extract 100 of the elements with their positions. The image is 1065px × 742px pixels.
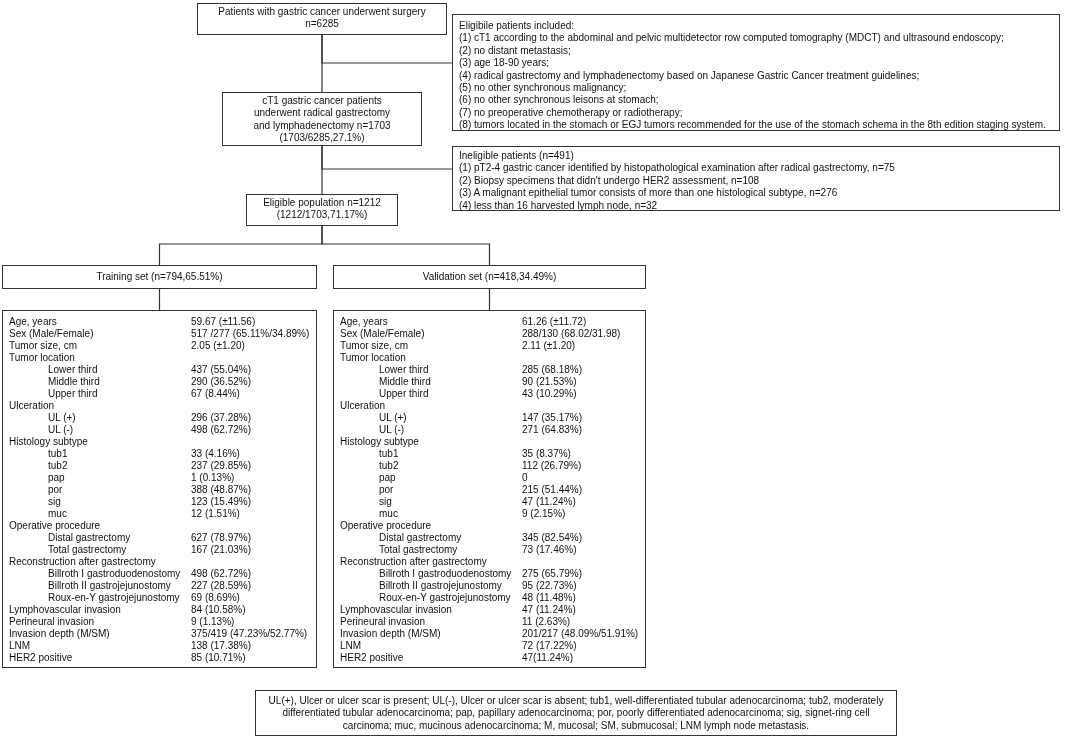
row-value: 627 (78.97%) (191, 532, 252, 544)
row-label: Tumor size, cm (340, 340, 408, 352)
row-sublabel: tub2 (379, 460, 399, 472)
row-sublabel: Middle third (48, 376, 100, 388)
row-sublabel: tub2 (48, 460, 68, 472)
row-value: 12 (1.51%) (191, 508, 240, 520)
criterion-text: (5) no other synchronous malignancy; (459, 82, 628, 95)
row-sublabel: pap (379, 472, 396, 484)
row-label: Operative procedure (9, 520, 101, 532)
row-sublabel: Billroth I gastroduodenostomy (379, 568, 512, 580)
row-sublabel: UL (-) (48, 424, 74, 436)
row-value: 69 (8.69%) (191, 592, 240, 604)
row-sublabel: Distal gastrectomy (379, 532, 462, 544)
connector-line (321, 34, 453, 64)
row-value: 35 (8.37%) (522, 448, 571, 460)
row-value: 2.05 (±1.20) (191, 340, 245, 352)
row-value: 123 (15.49%) (191, 496, 252, 508)
row-value: 345 (82.54%) (522, 532, 583, 544)
row-value: 72 (17.22%) (522, 640, 577, 652)
row-label: Operative procedure (340, 520, 432, 532)
group-header-box (333, 265, 646, 289)
footnote-box (255, 690, 897, 736)
row-value: 498 (62.72%) (191, 424, 252, 436)
row-value: 275 (65.79%) (522, 568, 583, 580)
criterion-text: (4) less than 16 harvested lymph node, n=32 (459, 199, 659, 213)
criterion-text: (1) cT1 according to the abdominal and pelvic multidetector row computed tomography (MDCT) and ultrasound endoscopy; (459, 32, 1005, 45)
row-label: Histology subtype (340, 436, 419, 448)
criterion-text: (7) no preoperative chemotherapy or radiotherapy; (459, 106, 684, 120)
row-sublabel: Roux-en-Y gastrojejunostomy (379, 592, 511, 604)
row-sublabel: Distal gastrectomy (48, 532, 131, 544)
criterion-text: (2) no distant metastasis; (459, 44, 572, 58)
row-label: Sex (Male/Female) (340, 328, 425, 340)
row-sublabel: Total gastrectomy (48, 544, 127, 556)
row-value: 167 (21.03%) (191, 544, 252, 556)
exclusion-box (452, 146, 1060, 211)
row-label: Tumor size, cm (9, 340, 77, 352)
criteria-box (452, 14, 1060, 131)
row-value: 227 (28.59%) (191, 580, 252, 592)
row-value: 90 (21.53%) (522, 376, 577, 388)
row-value: 47 (11.24%) (522, 604, 576, 616)
row-sublabel: muc (48, 508, 67, 520)
footnote-text: UL(+), Ulcer or ulcer scar is present; UL(-), Ulcer or ulcer scar is absent; tub1, well-differentiated tubular adenocarcinoma; tub2, moderately differentiated tubular adenocarcinoma; pap, papillary adenocarcinoma; por, poorly differentiated adenocarcinoma; sig, signet-ring cell carcinoma; muc, mucinous adenocarcinoma; M, mucosal; SM, submucosal; LNM lymph node metastasis. (267, 695, 885, 733)
row-sublabel: por (48, 484, 63, 496)
row-value: 9 (1.13%) (191, 616, 235, 628)
row-sublabel: tub1 (379, 448, 399, 460)
row-sublabel: Roux-en-Y gastrojejunostomy (48, 592, 180, 604)
row-label: HER2 positive (340, 652, 404, 664)
row-value: 388 (48.87%) (191, 484, 252, 496)
row-sublabel: tub1 (48, 448, 68, 460)
row-value: 95 (22.73%) (522, 580, 577, 592)
row-label: Ulceration (9, 400, 55, 412)
connector-line (158, 288, 161, 311)
row-value: 296 (37.28%) (191, 412, 252, 424)
row-sublabel: Total gastrectomy (379, 544, 458, 556)
criterion-text: (1) pT2-4 gastric cancer identified by histopathological examination after radical gastrectomy, n=75 (459, 162, 896, 175)
row-sublabel: UL (-) (379, 424, 405, 436)
row-label: Invasion depth (M/SM) (9, 628, 110, 640)
box-text: cT1 gastric cancer patients underwent radical gastrectomy and lymphadenectomy n=1703 (1703/6285,27.1%) (252, 95, 392, 145)
row-value: 9 (2.15%) (522, 508, 566, 520)
row-label: Perineural invasion (9, 616, 95, 628)
row-label: Tumor location (9, 352, 75, 364)
process-box (246, 194, 398, 226)
row-value: 288/130 (68.02/31.98) (522, 328, 621, 340)
row-label: Perineural invasion (340, 616, 426, 628)
row-value: 201/217 (48.09%/51.91%) (522, 628, 639, 640)
criterion-text: (2) Biopsy specimens that didn't undergo HER2 assessment, n=108 (459, 174, 761, 188)
row-value: 271 (64.83%) (522, 424, 583, 436)
row-value: 43 (10.29%) (522, 388, 577, 400)
row-label: Reconstruction after gastrectomy (9, 556, 156, 568)
row-value: 517 /277 (65.11%/34.89%) (191, 328, 310, 340)
group-header-box (2, 265, 317, 289)
row-sublabel: Lower third (379, 364, 429, 376)
row-value: 73 (17.46%) (522, 544, 577, 556)
row-value: 290 (36.52%) (191, 376, 252, 388)
row-label: Age, years (340, 316, 388, 328)
row-value: 11 (2.63%) (522, 616, 571, 628)
row-sublabel: UL (+) (379, 412, 407, 424)
row-value: 85 (10.71%) (191, 652, 246, 664)
row-value: 112 (26.79%) (522, 460, 582, 472)
row-value: 67 (8.44%) (191, 388, 240, 400)
row-sublabel: Billroth I gastroduodenostomy (48, 568, 181, 580)
row-label: Sex (Male/Female) (9, 328, 94, 340)
row-value: 2.11 (±1.20) (522, 340, 576, 352)
box-text: Validation set (n=418,34.49%) (421, 271, 558, 284)
row-label: Lymphovascular invasion (340, 604, 452, 616)
row-label: Invasion depth (M/SM) (340, 628, 441, 640)
row-value: 0 (522, 472, 528, 484)
row-value: 48 (11.48%) (522, 592, 576, 604)
characteristics-table (333, 310, 646, 668)
row-sublabel: por (379, 484, 394, 496)
row-value: 215 (51.44%) (522, 484, 583, 496)
criterion-text: (8) tumors located in the stomach or EGJ tumors recommended for the use of the stomach schema in the 8th edition staging system. (459, 119, 1047, 132)
row-value: 33 (4.16%) (191, 448, 240, 460)
row-sublabel: muc (379, 508, 398, 520)
row-sublabel: Billroth II gastrojejunostomy (379, 580, 502, 592)
row-value: 61.26 (±11.72) (522, 316, 587, 328)
row-label: Histology subtype (9, 436, 88, 448)
row-sublabel: Upper third (379, 388, 429, 400)
row-value: 147 (35.17%) (522, 412, 583, 424)
row-sublabel: Lower third (48, 364, 98, 376)
